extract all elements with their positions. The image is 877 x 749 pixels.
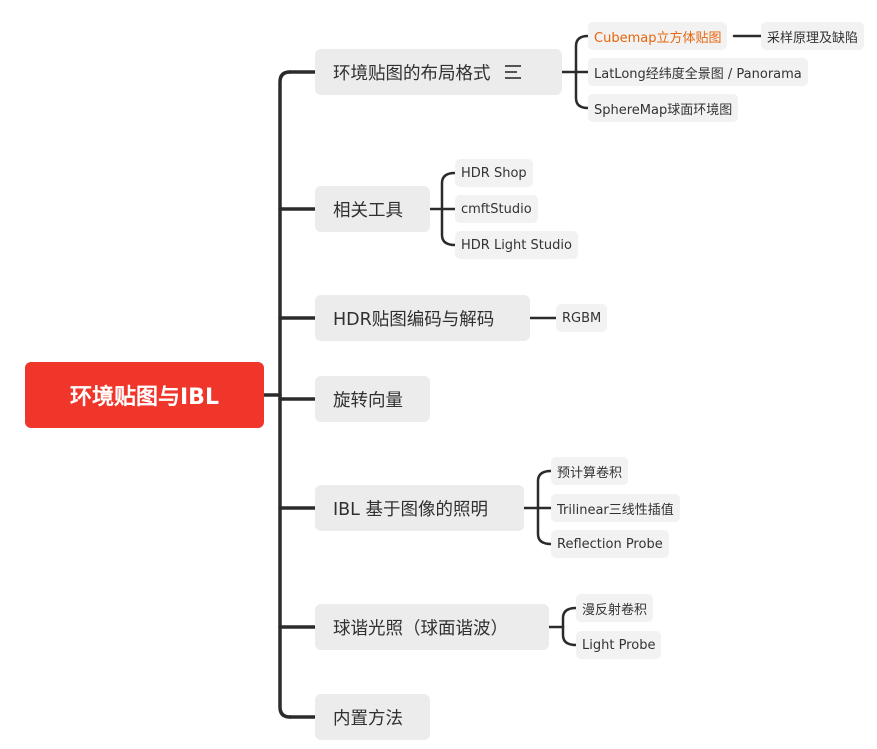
leaf-sampling-principle[interactable]: 采样原理及缺陷 [761,22,865,50]
leaf-rgbm[interactable]: RGBM [556,304,608,332]
leaf-spheremap[interactable]: SphereMap球面环境图 [588,94,739,122]
leaf-cmftstudio[interactable]: cmftStudio [455,195,538,223]
branch-label: 环境贴图的布局格式 [333,63,491,84]
notes-icon[interactable] [504,63,521,81]
branch-tools[interactable]: 相关工具 [315,186,430,232]
branch-rotation-vector[interactable]: 旋转向量 [315,376,430,422]
leaf-hdr-light-studio[interactable]: HDR Light Studio [455,231,578,259]
branch-ibl[interactable]: IBL 基于图像的照明 [315,485,524,531]
branch-layout-formats[interactable]: 环境贴图的布局格式 [315,49,562,95]
branch-built-in-methods[interactable]: 内置方法 [315,694,430,740]
branch-spherical-harmonics[interactable]: 球谐光照（球面谐波） [315,604,549,650]
leaf-cubemap[interactable]: Cubemap立方体贴图 [588,22,728,50]
leaf-latlong[interactable]: LatLong经纬度全景图 / Panorama [588,58,808,86]
leaf-trilinear[interactable]: Trilinear三线性插值 [551,494,680,522]
leaf-light-probe[interactable]: Light Probe [576,631,662,659]
leaf-reflection-probe[interactable]: Reflection Probe [551,530,669,558]
leaf-hdr-shop[interactable]: HDR Shop [455,159,533,187]
leaf-diffuse-convolution[interactable]: 漫反射卷积 [576,594,654,622]
branch-hdr-encoding[interactable]: HDR贴图编码与解码 [315,295,530,341]
leaf-precomputed-convolution[interactable]: 预计算卷积 [551,457,629,485]
root-topic[interactable]: 环境贴图与IBL [25,362,264,428]
